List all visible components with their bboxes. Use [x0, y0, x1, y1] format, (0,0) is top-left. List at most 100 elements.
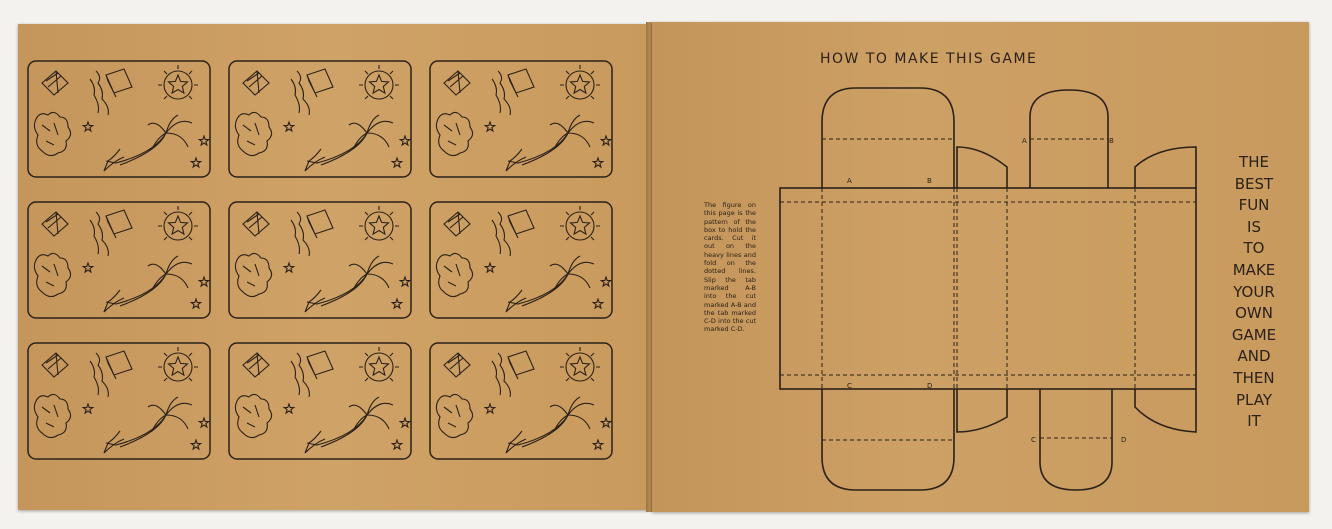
card-border — [27, 60, 211, 178]
small-star-icon — [591, 156, 605, 169]
open-book-icon — [443, 70, 471, 96]
treasure-chest-icon — [306, 68, 334, 98]
slogan-word: MAKE — [1232, 260, 1276, 279]
palm-tree-icon — [304, 255, 394, 313]
palm-tree-icon — [103, 114, 193, 172]
slogan-word: PLAY — [1235, 390, 1272, 409]
small-star-icon — [591, 438, 605, 451]
small-star-icon — [390, 297, 404, 310]
treasure-chest-icon — [507, 68, 535, 98]
wave-icon — [89, 352, 109, 398]
game-card — [228, 342, 412, 460]
small-star-icon — [483, 261, 497, 274]
wave-icon — [89, 70, 109, 116]
small-star-icon — [189, 438, 203, 451]
small-star-icon — [197, 134, 211, 147]
small-star-icon — [189, 297, 203, 310]
box-pattern-diagram: A B A B C D C D — [779, 87, 1197, 491]
game-card — [27, 342, 211, 460]
wave-icon — [491, 352, 511, 398]
treasure-chest-icon — [105, 68, 133, 98]
small-star-icon — [398, 134, 412, 147]
wave-icon — [491, 70, 511, 116]
game-card — [429, 60, 613, 178]
small-star-icon — [282, 402, 296, 415]
game-card — [429, 201, 613, 319]
bush-icon — [435, 252, 474, 298]
card-border — [27, 201, 211, 319]
bush-icon — [234, 393, 273, 439]
label-a-top: A — [847, 177, 852, 185]
label-c-tab: C — [1031, 436, 1036, 444]
small-star-icon — [398, 416, 412, 429]
card-border — [228, 60, 412, 178]
open-book-icon — [443, 211, 471, 237]
card-grid — [27, 60, 613, 460]
bush-icon — [435, 393, 474, 439]
palm-tree-icon — [505, 255, 595, 313]
game-card — [27, 60, 211, 178]
left-page — [18, 24, 649, 510]
small-star-icon — [81, 402, 95, 415]
label-c-bottom: C — [847, 382, 852, 390]
open-book-icon — [242, 70, 270, 96]
slogan-word: THE — [1239, 153, 1269, 171]
label-d-tab: D — [1121, 436, 1126, 444]
palm-tree-icon — [505, 114, 595, 172]
game-card — [228, 60, 412, 178]
slogan-word: FUN — [1238, 196, 1270, 215]
game-card — [228, 201, 412, 319]
wave-icon — [491, 211, 511, 257]
wave-icon — [89, 211, 109, 257]
small-star-icon — [81, 261, 95, 274]
small-star-icon — [197, 416, 211, 429]
label-b-top: B — [927, 177, 932, 185]
label-b-tab: B — [1109, 137, 1114, 145]
slogan-word: IS — [1247, 217, 1261, 236]
bush-icon — [33, 252, 72, 298]
star-burst-icon — [158, 65, 198, 100]
bush-icon — [33, 393, 72, 439]
card-border — [228, 201, 412, 319]
small-star-icon — [390, 156, 404, 169]
star-burst-icon — [560, 206, 600, 241]
small-star-icon — [282, 261, 296, 274]
treasure-chest-icon — [306, 350, 334, 380]
star-burst-icon — [158, 347, 198, 382]
open-book-icon — [41, 70, 69, 96]
star-burst-icon — [359, 206, 399, 241]
bush-icon — [234, 252, 273, 298]
small-star-icon — [483, 402, 497, 415]
small-star-icon — [189, 156, 203, 169]
slogan-word: AND — [1237, 347, 1271, 366]
open-book-icon — [443, 352, 471, 378]
treasure-chest-icon — [507, 209, 535, 239]
small-star-icon — [81, 120, 95, 133]
star-burst-icon — [560, 65, 600, 100]
open-book-icon — [242, 352, 270, 378]
card-border — [429, 60, 613, 178]
treasure-chest-icon — [507, 350, 535, 380]
instructions-text: The figure on this page is the pattern o… — [704, 201, 756, 334]
star-burst-icon — [359, 347, 399, 382]
open-book-icon — [41, 211, 69, 237]
small-star-icon — [591, 297, 605, 310]
card-border — [228, 342, 412, 460]
wave-icon — [290, 352, 310, 398]
treasure-chest-icon — [306, 209, 334, 239]
card-border — [429, 201, 613, 319]
label-d-bottom: D — [927, 382, 932, 390]
right-page: HOW TO MAKE THIS GAME The figure on this… — [652, 22, 1309, 512]
palm-tree-icon — [505, 396, 595, 454]
bush-icon — [33, 111, 72, 157]
treasure-chest-icon — [105, 350, 133, 380]
slogan-word: THEN — [1233, 368, 1275, 387]
book-spine — [646, 22, 654, 512]
star-burst-icon — [359, 65, 399, 100]
palm-tree-icon — [304, 114, 394, 172]
small-star-icon — [483, 120, 497, 133]
slogan: THE BEST FUN IS TO MAKE YOUR OWN GAME AN… — [1204, 152, 1304, 433]
game-card — [27, 201, 211, 319]
palm-tree-icon — [103, 255, 193, 313]
wave-icon — [290, 70, 310, 116]
